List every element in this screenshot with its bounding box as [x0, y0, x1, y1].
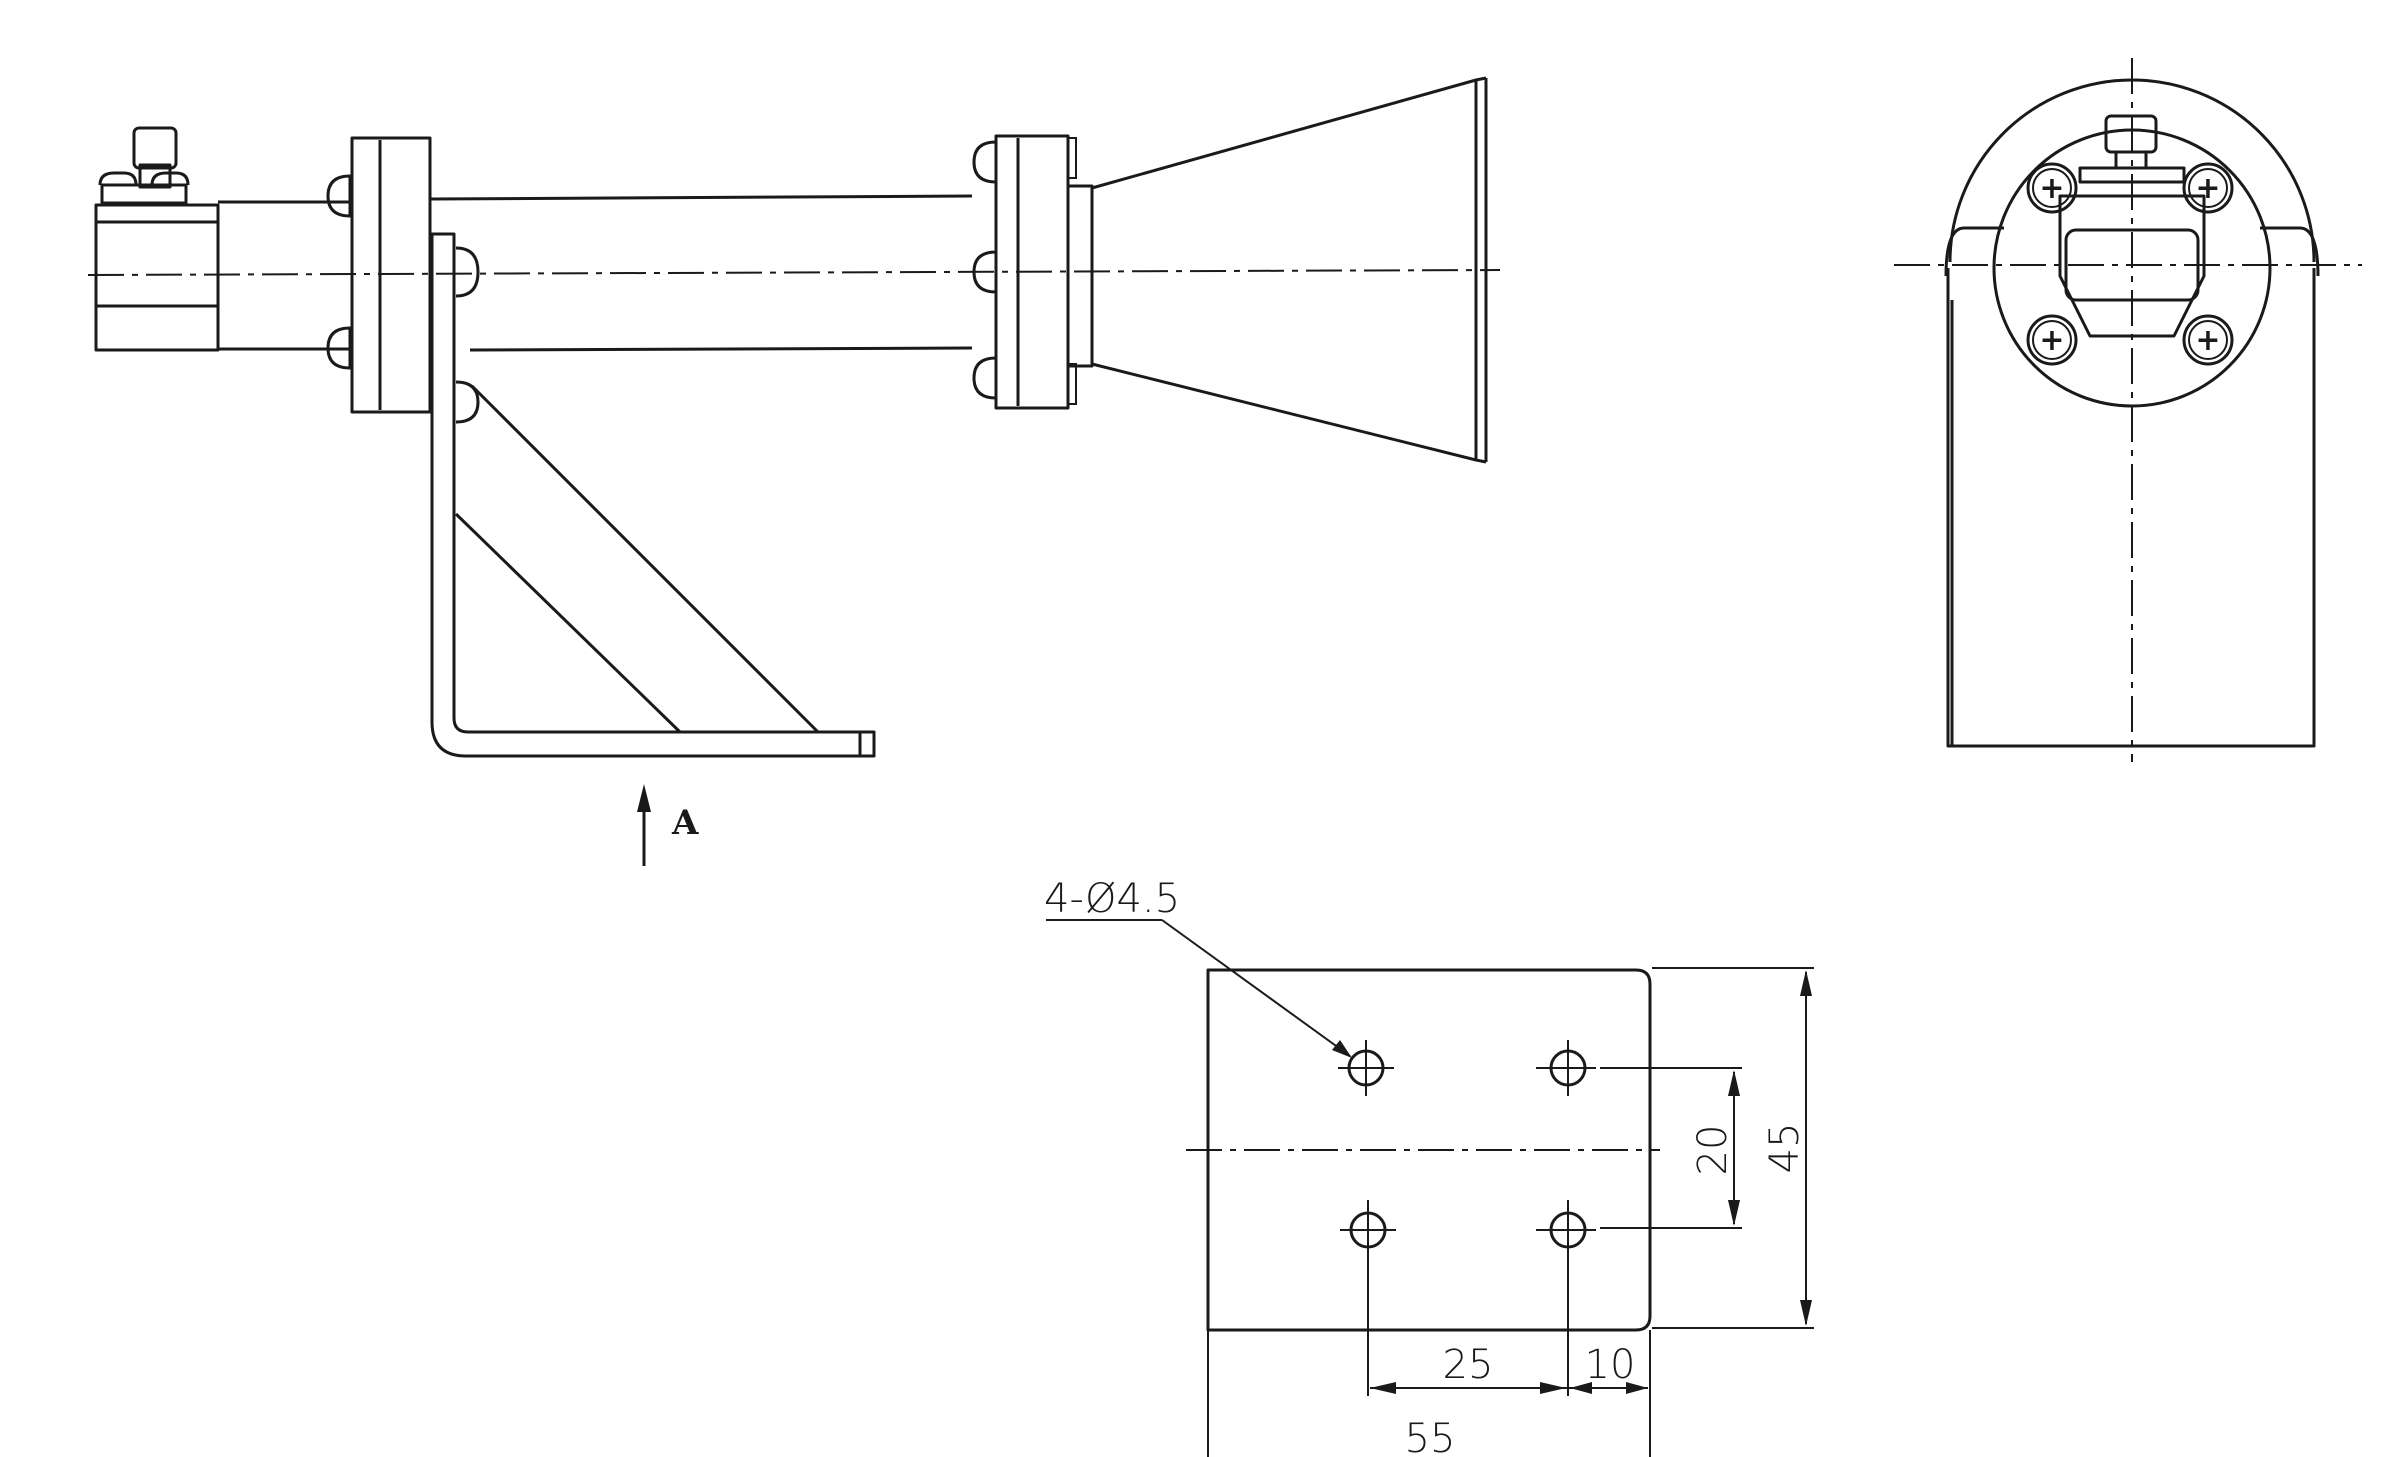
screw-top-left: + — [2026, 162, 2078, 214]
dimension-25-10: 25 10 — [1367, 1260, 1651, 1457]
dimension-55: 55 — [1207, 1330, 1456, 1457]
bolt-head-icon — [326, 326, 352, 370]
bolt-head-icon — [972, 356, 998, 400]
leader-arrow-icon — [1332, 1040, 1352, 1058]
mounting-hole — [1338, 1040, 1394, 1096]
screw-bottom-left: + — [2026, 314, 2078, 366]
dimension-45: 45 — [1652, 967, 1814, 1329]
screw-bottom-right: + — [2182, 314, 2234, 366]
phillips-icon: + — [2039, 323, 2064, 358]
side-view: A — [87, 76, 1501, 866]
bolt-head-icon — [326, 174, 352, 218]
view-arrow-a: A — [637, 784, 699, 866]
arrow-up-icon — [637, 784, 651, 812]
view-a-bracket-plate: 4-Ø4.5 20 45 — [1044, 876, 1814, 1457]
bolt-head-icon — [455, 380, 480, 424]
coax-adapter — [94, 126, 220, 352]
mounting-hole — [1340, 1200, 1396, 1260]
svg-text:55: 55 — [1405, 1416, 1456, 1457]
bolt-head-icon — [972, 140, 998, 184]
end-view: + + + + — [1894, 58, 2362, 762]
bolt-head-icon — [455, 246, 480, 298]
svg-text:20: 20 — [1690, 1125, 1736, 1176]
l-bracket — [430, 232, 876, 758]
hole-callout: 4-Ø4.5 — [1044, 876, 1352, 1058]
dimension-20: 20 — [1600, 1067, 1742, 1229]
view-label-a: A — [671, 803, 699, 843]
screw-top-right: + — [2182, 162, 2234, 214]
phillips-icon: + — [2195, 171, 2220, 206]
svg-text:10: 10 — [1585, 1342, 1636, 1388]
mounting-hole — [1536, 1200, 1596, 1260]
svg-text:25: 25 — [1443, 1342, 1494, 1388]
phillips-icon: + — [2039, 171, 2064, 206]
svg-text:45: 45 — [1762, 1123, 1808, 1174]
waveguide-tube — [429, 194, 973, 352]
mounting-hole — [1536, 1040, 1596, 1096]
axis-centerline — [87, 269, 1501, 276]
sma-connector-icon — [98, 126, 190, 205]
phillips-icon: + — [2195, 323, 2220, 358]
svg-text:4-Ø4.5: 4-Ø4.5 — [1044, 876, 1180, 922]
